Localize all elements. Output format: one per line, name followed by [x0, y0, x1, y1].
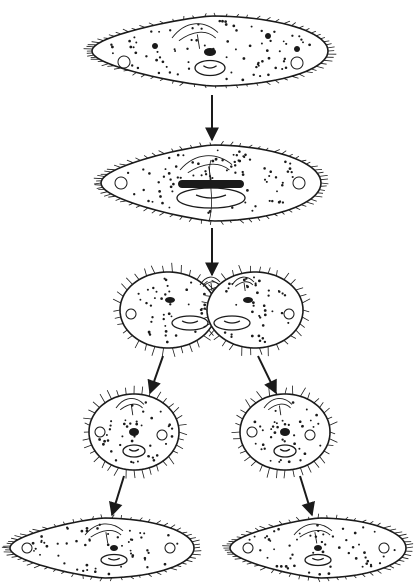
micronucleus [110, 545, 118, 551]
stage-4-left-daughter [83, 386, 187, 479]
contractile-vacuole [22, 543, 32, 553]
macronucleus [123, 445, 145, 457]
process-arrow-4 [258, 356, 276, 393]
macronucleus [274, 445, 296, 457]
contractile-vacuole [293, 177, 305, 189]
macronucleus [172, 316, 208, 330]
stage-3-left-lobe [113, 263, 221, 358]
micronucleus [294, 46, 300, 52]
contractile-vacuole [118, 56, 130, 68]
contractile-vacuole [126, 309, 136, 319]
contractile-vacuole [284, 309, 294, 319]
stage-2-elongated [94, 141, 329, 225]
macronucleus [195, 61, 225, 76]
stage-1-paramecium [84, 13, 337, 88]
contractile-vacuole [243, 543, 253, 553]
contractile-vacuole [379, 543, 389, 553]
process-arrow-3 [150, 356, 163, 393]
contractile-vacuole [95, 427, 105, 437]
contractile-vacuole [157, 430, 167, 440]
micronucleus [265, 33, 271, 39]
micronucleus [129, 428, 139, 436]
micronucleus [152, 43, 158, 49]
contractile-vacuole [115, 177, 127, 189]
stage-3-right-lobe [201, 265, 310, 356]
macronucleus [305, 555, 331, 566]
stage-5-left-grown [2, 514, 201, 581]
micronucleus [204, 48, 216, 56]
contractile-vacuole [165, 543, 175, 553]
micronucleus [165, 297, 175, 303]
contractile-vacuole [305, 430, 315, 440]
stage-4-right-daughter [232, 386, 338, 479]
macronucleus [214, 316, 250, 330]
micronucleus [314, 545, 322, 551]
stage-5-right-grown [222, 514, 413, 582]
process-arrow-6 [300, 476, 312, 515]
process-arrow-5 [112, 476, 124, 515]
contractile-vacuole [247, 427, 257, 437]
micronucleus [243, 297, 253, 303]
micronucleus [280, 428, 290, 436]
contractile-vacuole [291, 57, 303, 69]
macronucleus [101, 555, 127, 566]
